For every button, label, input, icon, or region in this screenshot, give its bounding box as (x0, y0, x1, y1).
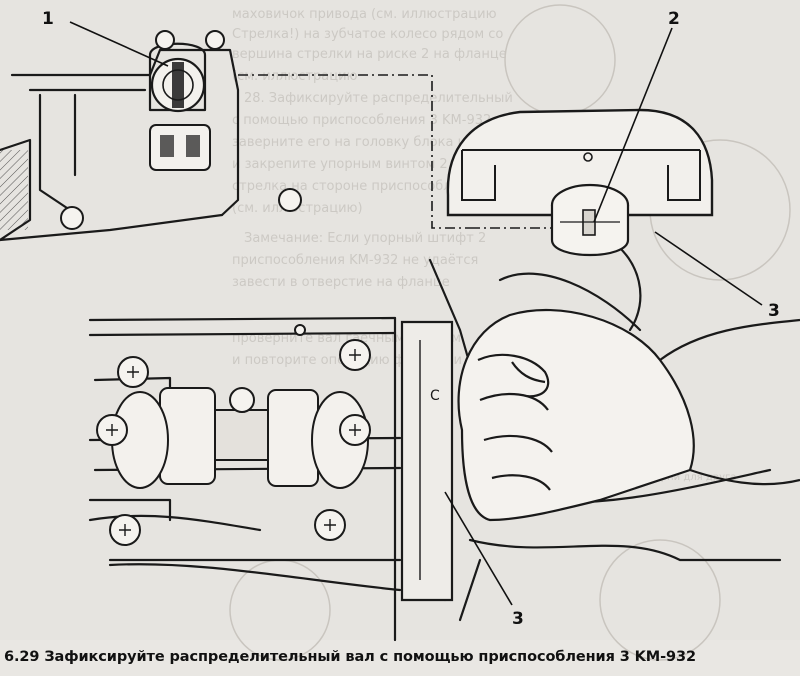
callout-1: 1 (42, 9, 54, 29)
leader-3-bottom (444, 491, 513, 606)
ghost-right-note: шестерни для друга (628, 472, 736, 483)
camshaft-sprocket (149, 57, 211, 171)
leader-3-right (654, 231, 763, 306)
ghost-line-13: завести в отверстие на фланце (232, 275, 450, 290)
ghost-line-11: Замечание: Если упорный штифт 2 (244, 231, 486, 246)
bolt-torx-marks (106, 349, 361, 536)
ghost-line-2: Стрелка!) на зубчатое колесо рядом со (232, 27, 503, 42)
callout-2: 2 (668, 9, 680, 29)
ghost-line-6: с помощью приспособления 3 KM-932, (232, 113, 495, 128)
ghost-line-9: стрелка на стороне приспособления (232, 179, 484, 194)
ghost-line-1: маховичок привода (см. иллюстрацию (232, 7, 497, 22)
hatched-flange (0, 150, 28, 230)
locking-tool-km932: C (400, 320, 454, 602)
leader-2 (593, 27, 673, 223)
callout-3-right: 3 (768, 301, 780, 321)
ghost-line-12: приспособления KM-932 не удаётся (232, 253, 478, 268)
hand-illustration (457, 308, 800, 522)
leader-1 (69, 21, 169, 67)
reference-lines (238, 74, 610, 229)
figure-caption: 6.29 Зафиксируйте распределительный вал … (4, 649, 697, 665)
ghost-line-4: (см. иллюстрацию (232, 69, 358, 84)
callout-leaders (69, 21, 763, 606)
ghost-line-3: вершина стрелки на риске 2 на фланце (232, 47, 507, 62)
ghost-line-7: заверните его на головку блока и затянит… (232, 135, 533, 150)
callout-3-bottom: 3 (512, 609, 524, 629)
ghost-line-5: 28. Зафиксируйте распределительный (244, 91, 513, 106)
tool-marking-label: C (430, 388, 440, 404)
inset-magnified-view (446, 108, 714, 256)
ghost-line-8: и закрепите упорным винтом 2 как (232, 157, 476, 172)
